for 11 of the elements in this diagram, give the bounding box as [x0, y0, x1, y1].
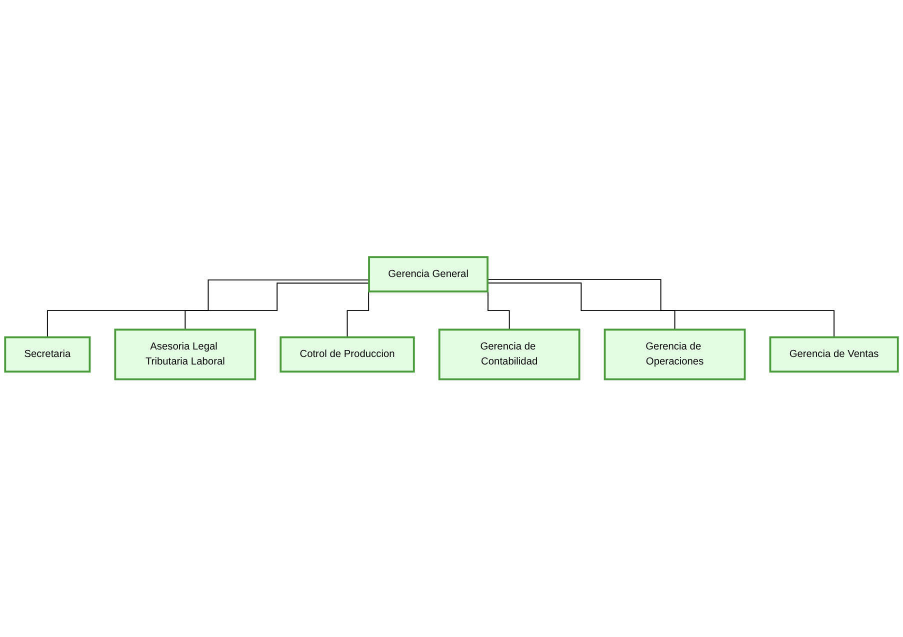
node-box: Gerencia General — [368, 256, 489, 293]
connector — [487, 282, 676, 330]
node-box: Gerencia de Ventas — [769, 336, 899, 373]
connector — [184, 282, 370, 330]
node-box: Gerencia de Operaciones — [604, 329, 746, 381]
connector — [487, 279, 835, 338]
node-box: Cotrol de Produccion — [280, 336, 415, 373]
connector — [46, 280, 370, 338]
node-box: Asesoria Legal Tributaria Laboral — [114, 329, 256, 381]
node-box: Secretaria — [4, 336, 91, 373]
node-box: Gerencia de Contabilidad — [438, 329, 580, 381]
